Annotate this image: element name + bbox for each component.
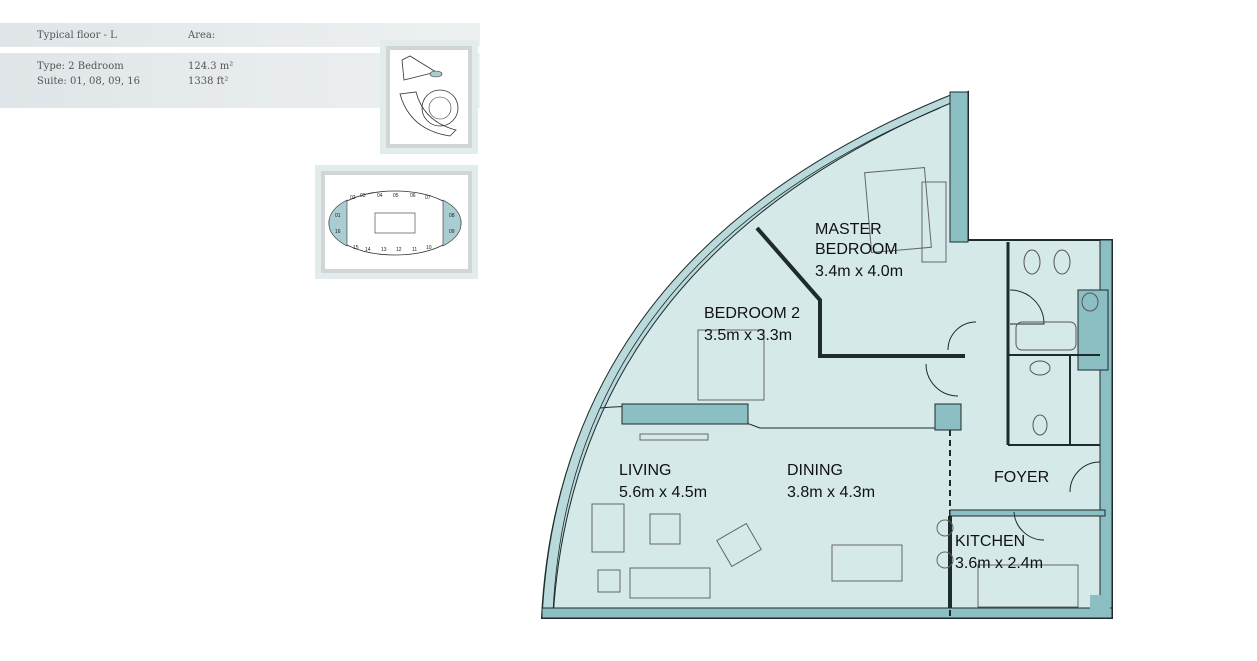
room-name-master-bedroom-2: BEDROOM [815, 241, 898, 258]
room-size-kitchen: 3.6m x 2.4m [955, 555, 1043, 572]
toilet-icon [1032, 414, 1048, 436]
sofa-icon [629, 567, 711, 599]
unit-label: 04 [377, 193, 383, 199]
partition-wall [755, 226, 965, 358]
room-name-bedroom-2: BEDROOM 2 [704, 305, 800, 322]
facade-line [552, 107, 941, 613]
shaft [1077, 289, 1109, 371]
armchair-icon [716, 522, 762, 568]
toilet-icon [1023, 249, 1041, 275]
area-m2: 124.3 m² [188, 61, 234, 72]
unit-label: 11 [412, 247, 417, 253]
stool-icon [936, 551, 954, 569]
unit-label-highlight: 08 [449, 213, 455, 219]
location-thumbnail [380, 40, 478, 154]
unit-label: 14 [365, 247, 371, 253]
armchair-icon [591, 503, 625, 553]
door-icon [1013, 511, 1045, 541]
kitchen-wall [949, 509, 1106, 517]
unit-label: 07 [425, 195, 431, 201]
unit-label: 15 [353, 245, 359, 251]
unit-label: 02 [350, 195, 356, 201]
kitchen-counter-icon [977, 564, 1079, 608]
unit-label: 06 [410, 193, 416, 199]
sink-icon [1081, 292, 1099, 312]
coffee-table-icon [649, 513, 681, 545]
wall [541, 607, 1113, 619]
unit-label: 05 [393, 193, 399, 199]
room-name-kitchen: KITCHEN [955, 533, 1025, 550]
room-size-dining: 3.8m x 4.3m [787, 484, 875, 501]
keyplan-diagram: 02 03 04 05 06 07 15 14 13 12 11 10 01 1… [328, 190, 462, 256]
unit-label: 10 [426, 245, 432, 251]
unit-label-highlight: 16 [335, 229, 341, 235]
tv-unit-icon [639, 433, 709, 441]
area-label: Area: [188, 30, 216, 41]
door-icon [1069, 461, 1101, 493]
unit-label: 03 [360, 193, 366, 199]
site-plan-icon [399, 55, 459, 137]
keyplan-thumbnail: 02 03 04 05 06 07 15 14 13 12 11 10 01 1… [315, 165, 478, 279]
unit-label-highlight: 09 [449, 229, 455, 235]
dining-table-icon [831, 544, 903, 582]
room-size-master-bedroom: 3.4m x 4.0m [815, 263, 903, 280]
stool-icon [936, 519, 954, 537]
room-size-living: 5.6m x 4.5m [619, 484, 707, 501]
sink-icon [1029, 360, 1051, 376]
room-name-dining: DINING [787, 462, 843, 479]
door-icon [947, 321, 977, 351]
suite-list: Suite: 01, 08, 09, 16 [37, 76, 140, 87]
room-size-bedroom-2: 3.5m x 3.3m [704, 327, 792, 344]
bed-icon [864, 166, 932, 254]
area-ft2: 1338 ft² [188, 76, 229, 87]
wall [949, 91, 969, 243]
unit-type: Type: 2 Bedroom [37, 61, 124, 72]
unit-label: 12 [396, 247, 402, 253]
room-name-master-bedroom: MASTER [815, 221, 882, 238]
bathtub-icon [1015, 321, 1077, 351]
bed-icon [697, 329, 765, 401]
column [1090, 595, 1110, 617]
door-icon [925, 363, 959, 397]
side-table-icon [597, 569, 621, 593]
unit-label: 13 [381, 247, 387, 253]
wardrobe-icon [921, 181, 947, 263]
room-name-living: LIVING [619, 462, 671, 479]
unit-label-highlight: 01 [335, 213, 341, 219]
bidet-icon [1053, 249, 1071, 275]
column [934, 403, 962, 431]
floor-label: Typical floor - L [37, 30, 117, 41]
wall [621, 403, 749, 425]
room-name-foyer: FOYER [994, 469, 1049, 486]
